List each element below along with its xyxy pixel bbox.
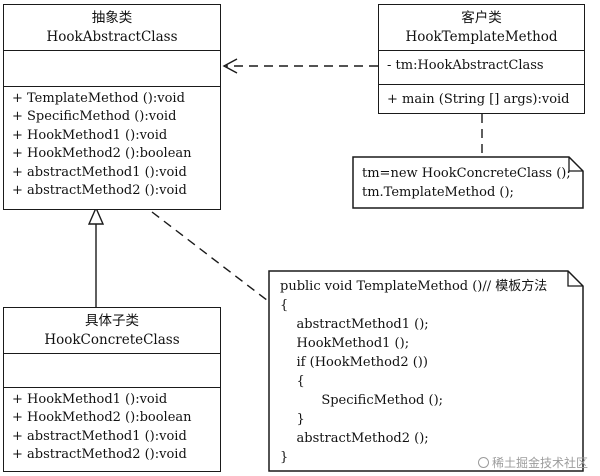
client-class-box: 客户类 HookTemplateMethod - tm:HookAbstract… <box>378 4 585 114</box>
operation: + SpecificMethod ():void <box>12 109 177 125</box>
concrete-class-box: 具体子类 HookConcreteClass + HookMethod1 ():… <box>3 307 221 472</box>
code-line: tm=new HookConcreteClass (); <box>362 166 571 181</box>
attribute-section: - tm:HookAbstractClass <box>379 51 584 85</box>
class-header: 具体子类 HookConcreteClass <box>4 308 220 354</box>
code-line: HookMethod1 (); <box>280 336 410 351</box>
watermark-text: 稀土掘金技术社区 <box>491 456 588 470</box>
class-header: 客户类 HookTemplateMethod <box>379 5 584 51</box>
operation: + TemplateMethod ():void <box>12 91 185 106</box>
code-line: { <box>280 374 305 389</box>
note-text: tm=new HookConcreteClass (); tm.Template… <box>352 156 584 202</box>
operation: + HookMethod1 ():void <box>12 127 168 143</box>
class-stereotype: 具体子类 <box>85 313 139 329</box>
template-method-note: public void TemplateMethod ()// 模板方法 { a… <box>268 270 584 472</box>
operation: + abstractMethod1 ():void <box>12 428 187 444</box>
attribute-section <box>4 51 220 87</box>
class-stereotype: 客户类 <box>461 10 502 26</box>
code-line: abstractMethod1 (); <box>280 317 429 332</box>
abstract-class-box: 抽象类 HookAbstractClass + TemplateMethod (… <box>3 4 221 210</box>
operation-section: + TemplateMethod ():void + SpecificMetho… <box>4 87 220 203</box>
operation: + HookMethod2 ():boolean <box>12 410 192 426</box>
template-note-anchor-line <box>151 211 273 305</box>
watermark: 稀土掘金技术社区 <box>477 454 588 471</box>
class-stereotype: 抽象类 <box>91 10 133 26</box>
code-line: tm.TemplateMethod (); <box>362 185 514 200</box>
note-outline <box>268 270 584 472</box>
class-name: HookTemplateMethod <box>405 29 558 45</box>
code-line: { <box>280 298 289 313</box>
class-header: 抽象类 HookAbstractClass <box>4 5 220 51</box>
code-line: } <box>280 412 305 427</box>
code-line: abstractMethod2 (); <box>280 431 429 446</box>
operation: + HookMethod1 ():void <box>12 392 168 407</box>
operation-section: + main (String [] args):void <box>379 85 584 112</box>
class-name: HookAbstractClass <box>46 29 178 45</box>
attribute: - tm:HookAbstractClass <box>387 58 544 73</box>
dependency-arrowhead <box>222 58 238 74</box>
code-line: } <box>280 450 289 465</box>
code-line: if (HookMethod2 ()) <box>280 355 428 370</box>
code-line: SpecificMethod (); <box>280 393 444 408</box>
attribute-section <box>4 354 220 388</box>
class-name: HookConcreteClass <box>44 332 180 348</box>
generalization-triangle <box>87 206 105 225</box>
client-code-note: tm=new HookConcreteClass (); tm.Template… <box>352 156 584 209</box>
code-line: public void TemplateMethod ()// 模板方法 <box>280 279 548 294</box>
operation: + main (String [] args):void <box>387 92 570 107</box>
watermark-logo-icon <box>477 457 489 468</box>
operation: + abstractMethod2 ():void <box>12 447 187 463</box>
operation: + abstractMethod1 ():void <box>12 164 187 180</box>
operation: + HookMethod2 ():boolean <box>12 146 192 162</box>
operation: + abstractMethod2 ():void <box>12 183 187 199</box>
note-code: public void TemplateMethod ()// 模板方法 { a… <box>268 270 584 467</box>
note-outline <box>352 156 584 209</box>
operation-section: + HookMethod1 ():void + HookMethod2 ():b… <box>4 388 220 468</box>
